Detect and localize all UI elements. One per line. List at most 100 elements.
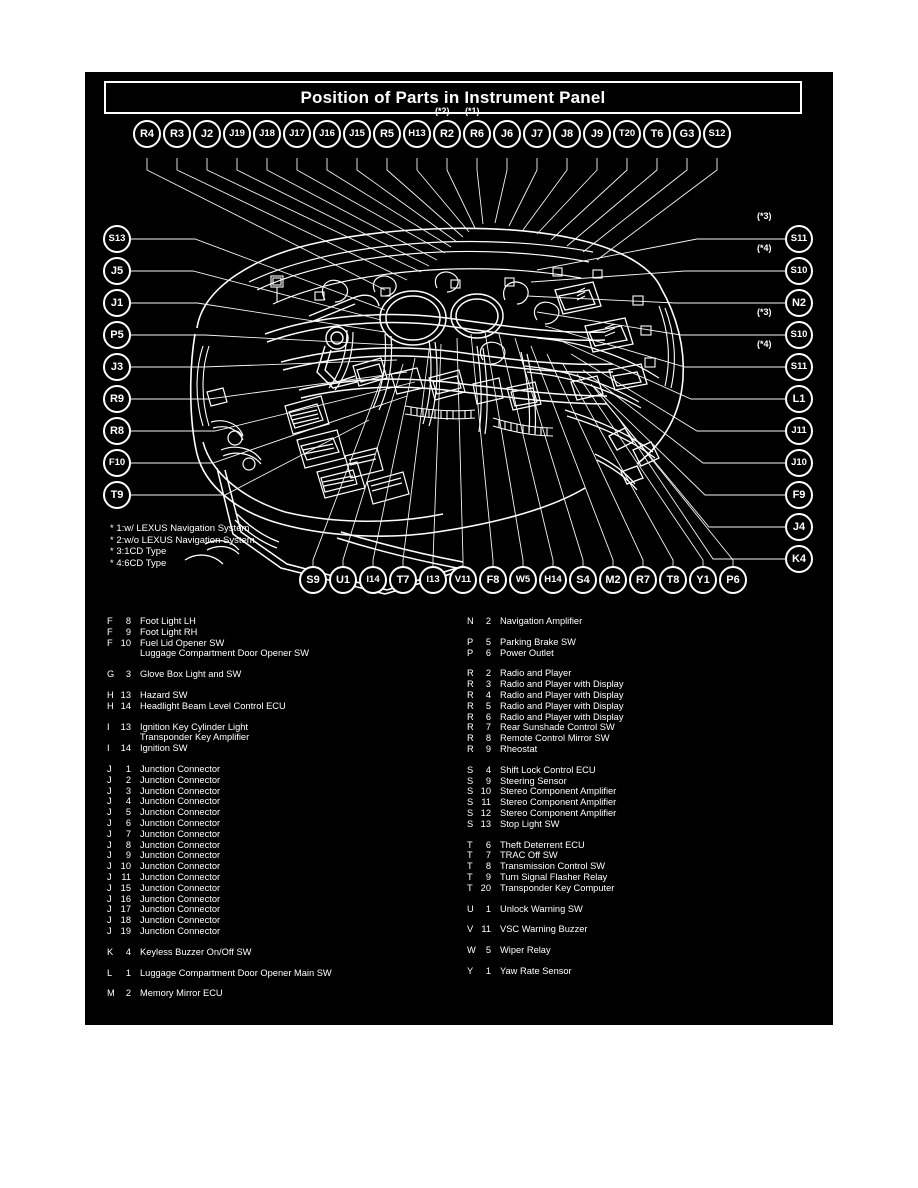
callout-bottom-14[interactable]: P6 bbox=[719, 566, 747, 594]
callout-label: J4 bbox=[792, 520, 806, 533]
callout-top-0[interactable]: R4 bbox=[133, 120, 161, 148]
callout-bottom-3[interactable]: T7 bbox=[389, 566, 417, 594]
legend-number: 8 bbox=[125, 839, 131, 850]
callout-bottom-2[interactable]: I14 bbox=[359, 566, 387, 594]
callout-top-8[interactable]: R5 bbox=[373, 120, 401, 148]
callout-label: J7 bbox=[530, 127, 544, 140]
callout-top-15[interactable]: J9 bbox=[583, 120, 611, 148]
callout-left-0[interactable]: S13 bbox=[103, 225, 131, 253]
callout-right-2[interactable]: N2 bbox=[785, 289, 813, 317]
legend-number: 11 bbox=[481, 797, 491, 808]
legend-description: Junction Connector bbox=[140, 915, 221, 926]
legend-code: M bbox=[107, 988, 115, 999]
callout-bottom-4[interactable]: I13 bbox=[419, 566, 447, 594]
legend-number: 15 bbox=[120, 882, 131, 893]
callout-bottom-8[interactable]: H14 bbox=[539, 566, 567, 594]
callout-left-1[interactable]: J5 bbox=[103, 257, 131, 285]
callout-bottom-11[interactable]: R7 bbox=[629, 566, 657, 594]
callout-top-14[interactable]: J8 bbox=[553, 120, 581, 148]
legend-number: 1 bbox=[125, 763, 131, 774]
legend-code: J bbox=[107, 915, 112, 926]
callout-bottom-5[interactable]: V11 bbox=[449, 566, 477, 594]
callout-bottom-1[interactable]: U1 bbox=[329, 566, 357, 594]
callout-top-11[interactable]: R6 bbox=[463, 120, 491, 148]
callout-right-3[interactable]: S10 bbox=[785, 321, 813, 349]
legend-description: Memory Mirror ECU bbox=[140, 988, 223, 999]
callout-label: T7 bbox=[396, 573, 410, 586]
callout-bottom-7[interactable]: W5 bbox=[509, 566, 537, 594]
callout-label: J10 bbox=[791, 457, 807, 469]
callout-label: F8 bbox=[486, 573, 500, 586]
legend-description: Rear Sunshade Control SW bbox=[500, 722, 615, 733]
callout-label: S4 bbox=[576, 573, 590, 586]
callout-left-3[interactable]: P5 bbox=[103, 321, 131, 349]
legend-code: J bbox=[107, 871, 112, 882]
callout-left-7[interactable]: F10 bbox=[103, 449, 131, 477]
legend-description: Stereo Component Amplifier bbox=[500, 797, 617, 808]
callout-right-0[interactable]: S11 bbox=[785, 225, 813, 253]
legend-number: 6 bbox=[485, 839, 491, 850]
callout-top-6[interactable]: J16 bbox=[313, 120, 341, 148]
callout-top-7[interactable]: J15 bbox=[343, 120, 371, 148]
legend-gap bbox=[107, 754, 467, 764]
callout-right-1-note: (*4) bbox=[757, 243, 772, 253]
callout-label: R9 bbox=[109, 392, 125, 405]
legend-description: VSC Warning Buzzer bbox=[500, 924, 588, 935]
legend-number: 10 bbox=[120, 861, 131, 872]
page-title: Position of Parts in Instrument Panel bbox=[300, 87, 606, 107]
callout-left-8[interactable]: T9 bbox=[103, 481, 131, 509]
callout-top-5[interactable]: J17 bbox=[283, 120, 311, 148]
callout-right-10[interactable]: K4 bbox=[785, 545, 813, 573]
legend-code: U bbox=[467, 903, 474, 914]
callout-bottom-0[interactable]: S9 bbox=[299, 566, 327, 594]
callout-label: J11 bbox=[791, 425, 807, 437]
callout-top-18[interactable]: G3 bbox=[673, 120, 701, 148]
callout-label: S13 bbox=[108, 233, 126, 245]
callout-top-13[interactable]: J7 bbox=[523, 120, 551, 148]
legend-description: Junction Connector bbox=[140, 904, 221, 915]
callout-left-2[interactable]: J1 bbox=[103, 289, 131, 317]
callout-left-6[interactable]: R8 bbox=[103, 417, 131, 445]
legend-number: 8 bbox=[485, 733, 491, 744]
callout-right-8[interactable]: F9 bbox=[785, 481, 813, 509]
callout-right-6[interactable]: J11 bbox=[785, 417, 813, 445]
callout-label: U1 bbox=[335, 573, 351, 586]
callout-top-16[interactable]: T20 bbox=[613, 120, 641, 148]
callout-left-5[interactable]: R9 bbox=[103, 385, 131, 413]
callout-left-4[interactable]: J3 bbox=[103, 353, 131, 381]
callout-top-19[interactable]: S12 bbox=[703, 120, 731, 148]
legend-number: 2 bbox=[125, 774, 131, 785]
callout-bottom-10[interactable]: M2 bbox=[599, 566, 627, 594]
legend-description: Radio and Player with Display bbox=[500, 689, 624, 700]
callout-right-5[interactable]: L1 bbox=[785, 385, 813, 413]
callout-top-1[interactable]: R3 bbox=[163, 120, 191, 148]
callout-right-4[interactable]: S11 bbox=[785, 353, 813, 381]
callout-top-17[interactable]: T6 bbox=[643, 120, 671, 148]
callout-right-9[interactable]: J4 bbox=[785, 513, 813, 541]
callout-top-4[interactable]: J18 bbox=[253, 120, 281, 148]
callout-label: Y1 bbox=[696, 573, 710, 586]
callout-bottom-13[interactable]: Y1 bbox=[689, 566, 717, 594]
callout-bottom-12[interactable]: T8 bbox=[659, 566, 687, 594]
callout-label: T6 bbox=[650, 127, 664, 140]
callout-right-7[interactable]: J10 bbox=[785, 449, 813, 477]
callout-top-3[interactable]: J19 bbox=[223, 120, 251, 148]
callout-top-10[interactable]: R2 bbox=[433, 120, 461, 148]
callout-top-9[interactable]: H13 bbox=[403, 120, 431, 148]
callout-top-12[interactable]: J6 bbox=[493, 120, 521, 148]
legend-description: Junction Connector bbox=[140, 796, 221, 807]
callout-top-2[interactable]: J2 bbox=[193, 120, 221, 148]
legend-number: 6 bbox=[485, 711, 491, 722]
legend-code: I bbox=[107, 721, 110, 732]
callout-bottom-6[interactable]: F8 bbox=[479, 566, 507, 594]
callout-right-1[interactable]: S10 bbox=[785, 257, 813, 285]
callout-bottom-9[interactable]: S4 bbox=[569, 566, 597, 594]
